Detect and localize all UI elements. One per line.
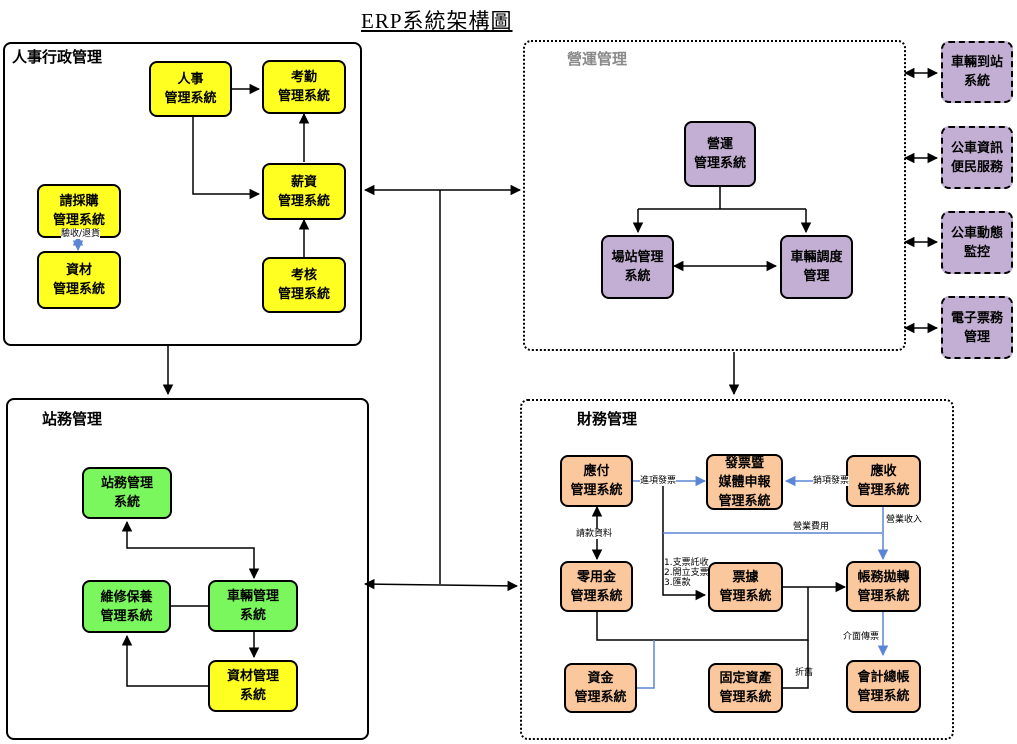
general-ledger-box[interactable]: 會計總帳 管理系統 [846, 660, 921, 713]
payable-management-box[interactable]: 應付 管理系統 [560, 455, 633, 507]
fixed-assets-box[interactable]: 固定資產 管理系統 [708, 663, 783, 713]
invoice-media-filing-box[interactable]: 發票暨 媒體申報 管理系統 [706, 454, 783, 510]
hr-admin-group-title: 人事行政管理 [12, 48, 103, 66]
finance-group-title: 財務管理 [577, 410, 638, 428]
maintenance-management-box[interactable]: 維修保養 管理系統 [82, 580, 171, 633]
vehicle-arrival-system-box[interactable]: 車輛到站 系統 [941, 41, 1013, 103]
ledger-transfer-box[interactable]: 帳務拋轉 管理系統 [846, 561, 921, 612]
notes-management-box[interactable]: 票據 管理系統 [708, 562, 783, 612]
acceptance-label: 驗收/退貨 [61, 229, 101, 239]
vehicle-management-box[interactable]: 車輛管理 系統 [208, 580, 298, 632]
bus-dynamic-monitor-box[interactable]: 公車動態 監控 [941, 211, 1013, 274]
hr-admin-group [3, 42, 362, 346]
depreciation-label: 折舊 [795, 668, 814, 678]
operations-group-title: 營運管理 [567, 50, 628, 68]
e-ticket-management-box[interactable]: 電子票務 管理 [941, 296, 1013, 359]
notes-list-label: 1.支票託收 2.開立支票 3.匯款 [664, 558, 709, 588]
operations-group [523, 40, 906, 351]
attendance-management-box[interactable]: 考勤 管理系統 [262, 60, 346, 114]
page-title: ERP系統架構圖 [361, 9, 513, 33]
operations-management-box[interactable]: 營運 管理系統 [684, 121, 756, 187]
station-group [6, 398, 369, 740]
material-management-box-hr[interactable]: 資材 管理系統 [37, 251, 121, 309]
finance-group [520, 399, 954, 740]
petty-cash-management-box[interactable]: 零用金 管理系統 [560, 561, 633, 612]
input-invoice-label: 進項發票 [640, 476, 677, 486]
station-group-title: 站務管理 [42, 410, 103, 428]
hr-management-box[interactable]: 人事 管理系統 [149, 61, 232, 117]
payment-info-label: 請款資料 [576, 529, 613, 539]
interface-voucher-label: 介面傳票 [843, 632, 880, 642]
receivable-management-box[interactable]: 應收 管理系統 [846, 455, 921, 507]
depot-management-box[interactable]: 場站管理 系統 [601, 235, 674, 299]
station-management-box[interactable]: 站務管理 系統 [82, 467, 172, 519]
purchase-management-box[interactable]: 請採購 管理系統 [37, 184, 121, 238]
output-invoice-label: 銷項發票 [813, 476, 850, 486]
material-management-box-station[interactable]: 資材管理 系統 [208, 660, 298, 712]
bus-info-service-box[interactable]: 公車資訊 便民服務 [941, 126, 1013, 189]
assessment-management-box[interactable]: 考核 管理系統 [262, 257, 346, 313]
vehicle-dispatch-box[interactable]: 車輛調度 管理 [780, 235, 853, 299]
operating-income-label: 營業收入 [886, 515, 923, 525]
operating-expense-label: 營業費用 [793, 522, 830, 532]
funds-management-box[interactable]: 資金 管理系統 [564, 663, 637, 713]
salary-management-box[interactable]: 薪資 管理系統 [262, 163, 346, 220]
